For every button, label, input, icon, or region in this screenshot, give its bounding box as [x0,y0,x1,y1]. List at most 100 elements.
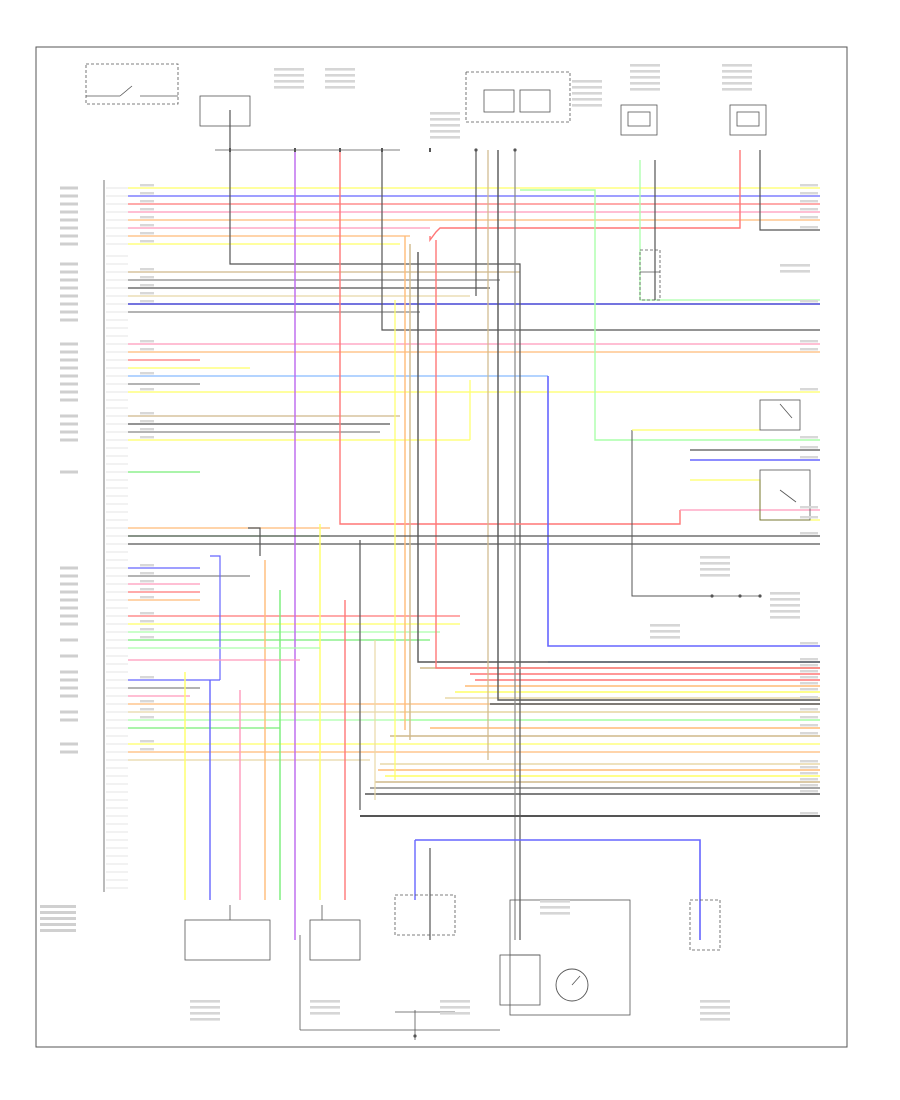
component-label-placeholder [430,118,460,121]
wire-color-placeholder [800,200,818,203]
wire-color-placeholder [140,292,154,295]
wire-color-placeholder [800,216,818,219]
wire-color-placeholder [800,192,818,195]
component-label-placeholder [780,270,810,273]
splice-dot [474,148,478,152]
sensor-bottom-left [184,919,271,961]
wire-color-placeholder [140,628,154,631]
sensor-module-right [729,104,767,136]
wire-color-placeholder [800,708,818,711]
pin-label-placeholder [60,270,78,274]
wire-color-placeholder [140,564,154,567]
component-label-placeholder [700,562,730,565]
wire-color-placeholder [800,784,818,787]
wire-color-placeholder [800,340,818,343]
wire-color-placeholder [140,372,154,375]
pin-label-placeholder [60,686,78,690]
wire-color-placeholder [140,208,154,211]
component-label-placeholder [325,74,355,77]
pin-label-placeholder [60,694,78,698]
wire-color-placeholder [800,676,818,679]
wire-color-placeholder [140,596,154,599]
pin-label-placeholder [60,218,78,222]
pin-label-placeholder [60,390,78,394]
wire-color-placeholder [800,766,818,769]
pin-label-placeholder [60,670,78,674]
module-label-placeholder [40,917,76,920]
component-label-placeholder [572,104,602,107]
wire-color-placeholder [800,516,818,519]
pin-label-placeholder [60,590,78,594]
pin-label-placeholder [60,574,78,578]
wire-color-placeholder [800,664,818,667]
wire-color-placeholder [140,748,154,751]
pin-label-placeholder [60,414,78,418]
wire-color-placeholder [140,572,154,575]
wire-color-placeholder [140,224,154,227]
component-label-placeholder [770,610,800,613]
wire-color-placeholder [140,436,154,439]
wire-color-placeholder [800,760,818,763]
component-label-placeholder [770,598,800,601]
wire-color-placeholder [140,708,154,711]
component-label-placeholder [310,1006,340,1009]
gauge-icon [555,968,589,1002]
component-label-placeholder [430,136,460,139]
wire-color-placeholder [800,772,818,775]
wire [210,555,221,680]
wire-color-placeholder [800,348,818,351]
component-label-placeholder [780,264,810,267]
wire [339,148,681,525]
dashed-outline [85,63,179,105]
component-label-placeholder [540,906,570,909]
pin-label-placeholder [60,470,78,474]
sensor-bottom-mid [309,919,361,961]
pin-label-placeholder [60,430,78,434]
connector-pin [339,148,341,152]
module-label-placeholder [40,923,76,926]
component-label-placeholder [430,112,460,115]
component-label-placeholder [722,82,752,85]
ground-dot [413,1034,417,1038]
wire-color-placeholder [800,532,818,535]
component-label-placeholder [700,1012,730,1015]
pin-label-placeholder [60,278,78,282]
pin-label-placeholder [60,194,78,198]
pin-label-placeholder [60,318,78,322]
component-label-placeholder [325,80,355,83]
pin-label-placeholder [60,242,78,246]
component-label-placeholder [630,82,660,85]
wire-color-placeholder [140,388,154,391]
component-label-placeholder [700,574,730,577]
wire-color-placeholder [140,620,154,623]
wire-color-placeholder [140,216,154,219]
wire [497,150,820,701]
wire-color-placeholder [800,812,818,815]
pin-label-placeholder [60,310,78,314]
module-label-placeholder [40,929,76,932]
wire-color-placeholder [140,184,154,187]
pin-label-placeholder [60,226,78,230]
sensor-connector-left [627,111,651,127]
component-label-placeholder [770,616,800,619]
wire-color-placeholder [800,208,818,211]
wire-color-placeholder [800,790,818,793]
component-label-placeholder [700,1006,730,1009]
component-label-placeholder [325,86,355,89]
wire-color-placeholder [140,300,154,303]
wire-color-placeholder [800,670,818,673]
component-label-placeholder [572,86,602,89]
component-label-placeholder [650,636,680,639]
component-label-placeholder [770,604,800,607]
wire-color-placeholder [800,658,818,661]
component-label-placeholder [700,1000,730,1003]
wire-color-placeholder [140,716,154,719]
pin-label-placeholder [60,286,78,290]
component-label-placeholder [650,624,680,627]
pin-label-placeholder [60,302,78,306]
component-label-placeholder [722,70,752,73]
splice-dot [513,148,517,152]
component-label-placeholder [540,912,570,915]
switch-contact [779,403,793,419]
ignition-switch [119,85,133,97]
